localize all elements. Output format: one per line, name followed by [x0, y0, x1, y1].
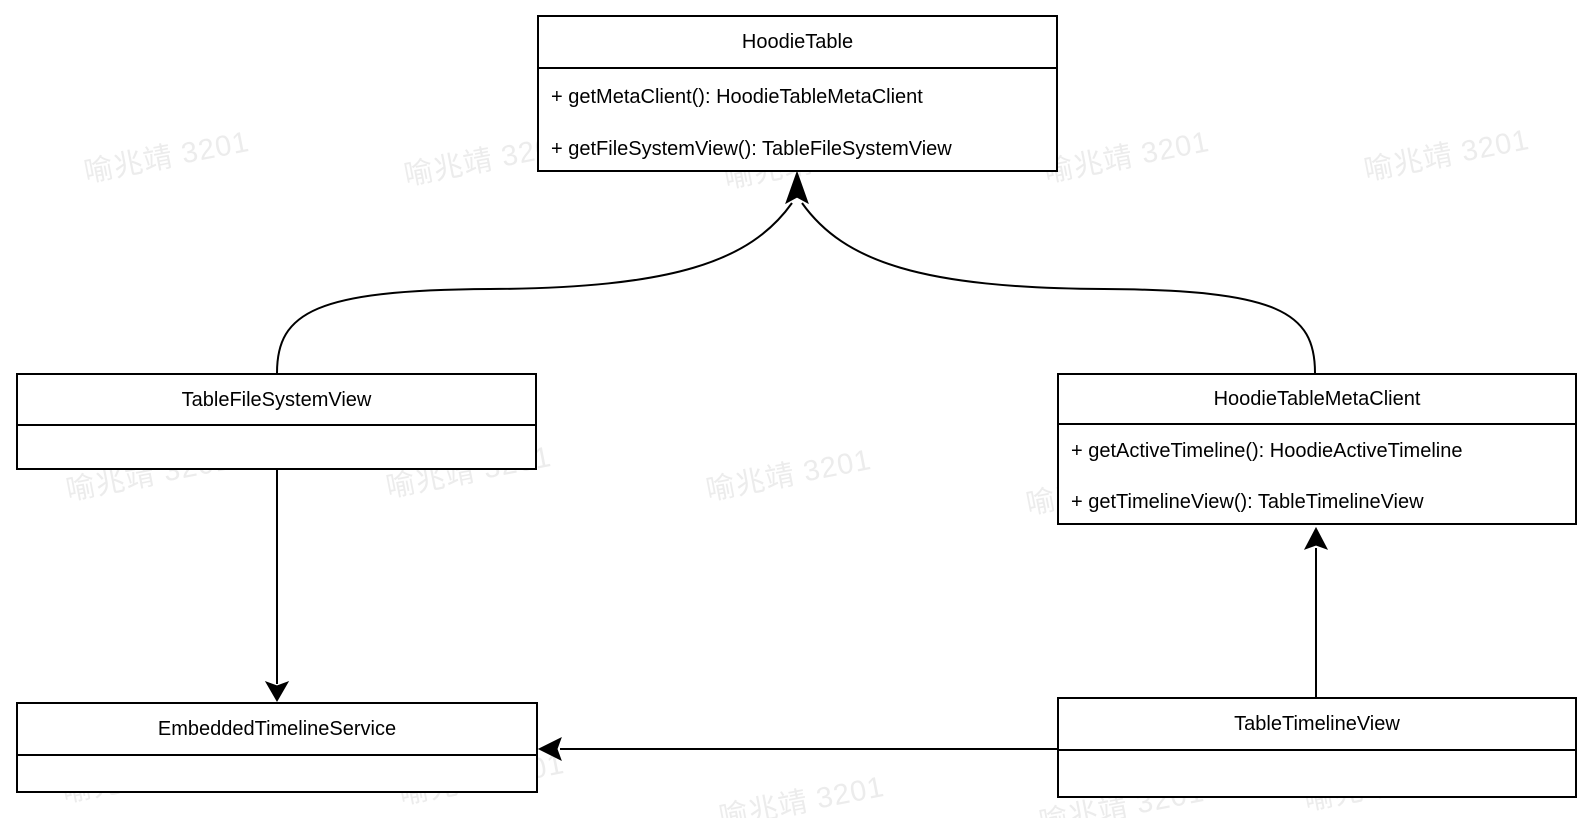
- arrowhead-into-hoodietable: [785, 170, 809, 205]
- class-method: + getActiveTimeline(): HoodieActiveTimel…: [1071, 439, 1463, 462]
- class-method: + getMetaClient(): HoodieTableMetaClient: [551, 86, 923, 108]
- class-name: EmbeddedTimelineService: [18, 704, 536, 756]
- class-box-hoodietablemetaclient: HoodieTableMetaClient + getActiveTimelin…: [1057, 373, 1577, 525]
- class-method: + getTimelineView(): TableTimelineView: [1071, 490, 1424, 513]
- class-box-tablefilesystemview: TableFileSystemView: [16, 373, 537, 470]
- edge-hoodietablemetaclient-to-hoodietable: [801, 202, 1316, 374]
- arrowhead-into-embeddedtimelineservice-right: [537, 736, 562, 762]
- edge-tablefilesystemview-to-hoodietable: [276, 202, 793, 374]
- class-method: + getFileSystemView(): TableFileSystemVi…: [551, 138, 952, 160]
- class-name: HoodieTableMetaClient: [1059, 375, 1575, 425]
- class-box-embeddedtimelineservice: EmbeddedTimelineService: [16, 702, 538, 793]
- arrowhead-into-hoodietablemetaclient: [1303, 526, 1329, 550]
- class-box-tabletimelineview: TableTimelineView: [1057, 697, 1577, 798]
- class-name: TableTimelineView: [1059, 699, 1575, 751]
- arrowhead-into-embeddedtimelineservice-top: [264, 681, 290, 702]
- class-name: TableFileSystemView: [18, 375, 535, 426]
- class-name: HoodieTable: [539, 17, 1056, 69]
- class-box-hoodietable: HoodieTable + getMetaClient(): HoodieTab…: [537, 15, 1058, 172]
